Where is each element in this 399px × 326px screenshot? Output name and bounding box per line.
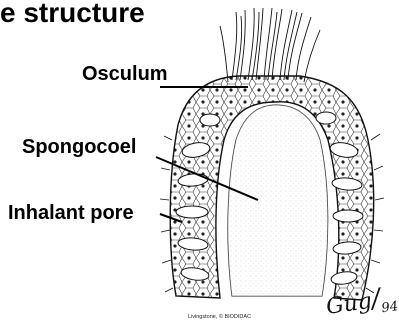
image-credit: Livingstone, © BIODIDAC — [188, 314, 251, 320]
inhalant-pore-label: Inhalant pore — [8, 201, 134, 225]
oscular-fringe — [220, 8, 320, 82]
osculum-label: Osculum — [82, 62, 168, 86]
signature-year: 94 — [381, 299, 399, 316]
spongocoel-label: Spongocoel — [22, 135, 136, 159]
signature-initials: Gug — [325, 289, 374, 320]
